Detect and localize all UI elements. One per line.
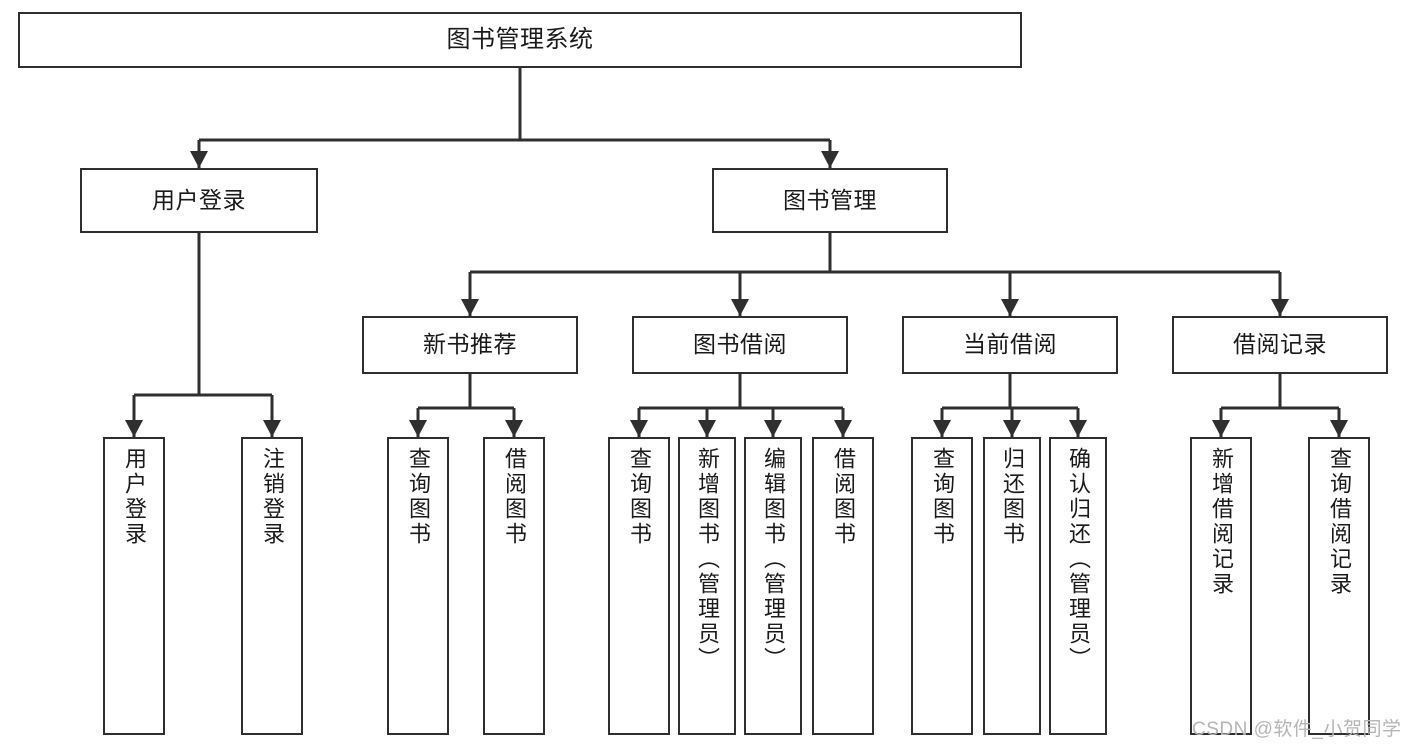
arrowhead xyxy=(1271,299,1289,316)
node-leaf_13[interactable]: 查询借阅记录 xyxy=(1308,437,1370,735)
arrowhead xyxy=(461,299,479,316)
node-t2_a[interactable]: 用户登录 xyxy=(80,168,318,233)
arrowhead xyxy=(1003,420,1021,437)
node-leaf_5[interactable]: 查询图书 xyxy=(608,437,670,735)
node-t3_b[interactable]: 图书借阅 xyxy=(632,316,848,374)
node-label: 查询图书 xyxy=(406,447,431,547)
node-leaf_4[interactable]: 借阅图书 xyxy=(483,437,545,735)
node-t3_d[interactable]: 借阅记录 xyxy=(1172,316,1388,374)
arrowhead xyxy=(409,420,427,437)
node-label: 借阅图书 xyxy=(831,447,856,547)
arrowhead xyxy=(821,151,839,168)
node-label: 新书推荐 xyxy=(423,331,517,358)
node-leaf_2[interactable]: 注销登录 xyxy=(241,437,303,735)
arrowhead xyxy=(263,420,281,437)
node-leaf_8[interactable]: 借阅图书 xyxy=(812,437,874,735)
node-leaf_11[interactable]: 确认归还（管理员） xyxy=(1049,437,1107,735)
arrowhead xyxy=(1069,420,1087,437)
node-t3_c[interactable]: 当前借阅 xyxy=(902,316,1118,374)
node-label: 图书借阅 xyxy=(693,331,787,358)
node-label: 查询图书 xyxy=(930,447,955,547)
node-label: 查询借阅记录 xyxy=(1327,447,1352,597)
node-label: 确认归还（管理员） xyxy=(1066,447,1091,672)
node-label: 新增图书（管理员） xyxy=(695,447,720,672)
node-label: 图书管理 xyxy=(783,186,877,213)
node-root[interactable]: 图书管理系统 xyxy=(18,12,1022,68)
node-label: 借阅图书 xyxy=(502,447,527,547)
node-leaf_12[interactable]: 新增借阅记录 xyxy=(1190,437,1252,735)
arrowhead xyxy=(834,420,852,437)
csdn-watermark: CSDN @软件_小贺同学 xyxy=(1192,719,1402,740)
arrowhead xyxy=(505,420,523,437)
arrowhead xyxy=(764,420,782,437)
arrowhead xyxy=(125,420,143,437)
node-label: 用户登录 xyxy=(122,447,147,547)
node-label: 借阅记录 xyxy=(1233,331,1327,358)
node-leaf_1[interactable]: 用户登录 xyxy=(103,437,165,735)
arrowhead xyxy=(933,420,951,437)
arrowhead xyxy=(1001,299,1019,316)
node-label: 新增借阅记录 xyxy=(1209,447,1234,597)
node-label: 当前借阅 xyxy=(963,331,1057,358)
node-label: 归还图书 xyxy=(1000,447,1025,547)
node-leaf_10[interactable]: 归还图书 xyxy=(983,437,1041,735)
node-leaf_3[interactable]: 查询图书 xyxy=(387,437,449,735)
node-leaf_7[interactable]: 编辑图书（管理员） xyxy=(744,437,802,735)
node-label: 注销登录 xyxy=(260,447,285,547)
node-label: 查询图书 xyxy=(627,447,652,547)
arrowhead xyxy=(698,420,716,437)
node-label: 图书管理系统 xyxy=(446,25,594,53)
arrowhead xyxy=(630,420,648,437)
arrowhead xyxy=(731,299,749,316)
node-t2_b[interactable]: 图书管理 xyxy=(712,168,948,233)
node-t3_a[interactable]: 新书推荐 xyxy=(362,316,578,374)
node-leaf_9[interactable]: 查询图书 xyxy=(911,437,973,735)
arrowhead xyxy=(190,151,208,168)
arrowhead xyxy=(1330,420,1348,437)
node-leaf_6[interactable]: 新增图书（管理员） xyxy=(678,437,736,735)
arrowhead xyxy=(1212,420,1230,437)
node-label: 用户登录 xyxy=(152,186,246,213)
node-label: 编辑图书（管理员） xyxy=(761,447,786,672)
